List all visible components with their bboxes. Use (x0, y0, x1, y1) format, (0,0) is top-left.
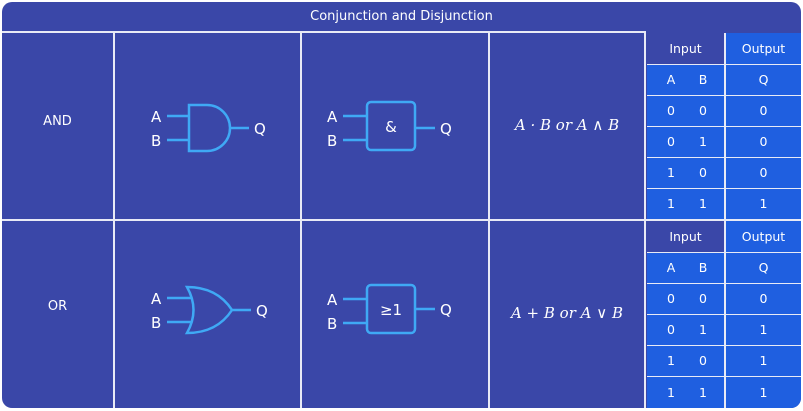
and-row-2-b: 1 (699, 134, 707, 149)
or-formula: A + B or A ∨ B (510, 304, 624, 322)
or-table-sep-2 (647, 283, 801, 284)
and-gate-iec-symbol: A B & Q (327, 100, 452, 152)
and-formula: A · B or A ∧ B (514, 116, 620, 134)
or-output-label: Q (256, 302, 268, 320)
and-row-4-q: 1 (759, 196, 768, 211)
and-input-b-label: B (151, 132, 161, 150)
and-row-3-b: 0 (699, 165, 707, 180)
and-iec-symbol: & (385, 118, 397, 136)
or-row-1-b: 0 (699, 291, 707, 306)
row-label-and: AND (43, 114, 72, 129)
or-input-a-label: A (151, 290, 162, 308)
or-input-b-label: B (151, 314, 161, 332)
and-header-input: Input (669, 41, 702, 56)
or-subheader-b: B (698, 260, 708, 275)
or-row-3-a: 1 (667, 353, 675, 368)
or-iec-output-label: Q (440, 301, 452, 319)
and-table-sep-3 (647, 126, 801, 127)
divider-col-3 (488, 31, 490, 408)
or-row-4-q: 1 (759, 384, 768, 400)
and-truth-table: Input Output A B Q 0 0 0 0 1 0 1 0 0 1 1… (647, 33, 801, 219)
or-row-4-a: 1 (667, 384, 675, 400)
and-subheader-a: A (666, 72, 676, 87)
and-row-4-a: 1 (667, 196, 675, 211)
divider-col-1 (113, 31, 115, 408)
or-row-2-b: 1 (699, 322, 707, 337)
or-row-3-b: 0 (699, 353, 707, 368)
or-iec-input-a-label: A (327, 291, 338, 309)
and-iec-input-a-label: A (327, 108, 338, 126)
or-gate-ansi-symbol: A B Q (151, 285, 268, 335)
and-row-1-b: 0 (699, 103, 707, 118)
and-header-output: Output (741, 41, 786, 56)
or-row-1-a: 0 (667, 291, 675, 306)
or-subheader-a: A (666, 260, 676, 275)
and-iec-output-label: Q (440, 120, 452, 138)
or-header-output: Output (741, 229, 786, 244)
or-iec-input-b-label: B (327, 315, 337, 333)
or-row-2-a: 0 (667, 322, 675, 337)
and-subheader-b: B (698, 72, 708, 87)
and-row-4-b: 1 (699, 196, 707, 211)
and-subheader-q: Q (758, 72, 769, 87)
and-row-3-a: 1 (667, 165, 675, 180)
and-row-2-q: 0 (759, 134, 768, 149)
and-row-2-a: 0 (667, 134, 675, 149)
diagram-title: Conjunction and Disjunction (310, 9, 493, 24)
and-table-sep-5 (647, 188, 801, 189)
or-iec-symbol: ≥1 (380, 301, 402, 319)
row-label-or: OR (47, 299, 68, 314)
and-row-1-q: 0 (759, 103, 768, 118)
or-table-sep-1 (647, 252, 801, 253)
or-truth-table: Input Output A B Q 0 0 0 0 1 1 1 0 1 1 1… (647, 221, 801, 408)
and-table-input-bg (647, 64, 724, 219)
and-table-sep-4 (647, 157, 801, 158)
and-gate-ansi-symbol: A B Q (151, 103, 266, 153)
or-row-2-q: 1 (759, 322, 768, 337)
and-table-sep-1 (647, 64, 801, 65)
and-table-sep-2 (647, 95, 801, 96)
or-row-3-q: 1 (759, 353, 768, 368)
divider-col-2 (300, 31, 302, 408)
or-table-sep-3 (647, 314, 801, 315)
or-row-1-q: 0 (759, 291, 768, 306)
and-iec-input-b-label: B (327, 132, 337, 150)
or-subheader-q: Q (758, 260, 769, 275)
and-row-3-q: 0 (759, 165, 768, 180)
divider-title (2, 31, 645, 33)
or-table-input-bg (647, 252, 724, 408)
and-input-a-label: A (151, 108, 162, 126)
or-header-input: Input (669, 229, 702, 244)
divider-rows (2, 219, 801, 221)
or-gate-iec-symbol: A B ≥1 Q (327, 283, 452, 335)
or-table-sep-4 (647, 345, 801, 346)
and-output-label: Q (254, 120, 266, 138)
or-table-sep-5 (647, 376, 801, 377)
divider-col-4 (644, 31, 646, 408)
and-row-1-a: 0 (667, 103, 675, 118)
or-row-4-b: 1 (699, 384, 707, 400)
